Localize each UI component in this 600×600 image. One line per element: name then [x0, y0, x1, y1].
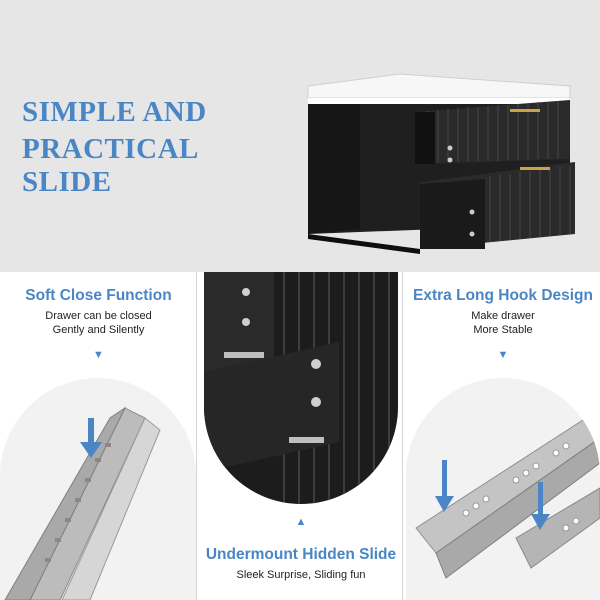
hook-design-slide-photo [406, 378, 600, 600]
divider-left [196, 272, 197, 600]
hook-design-arrow-icon: ▼ [497, 349, 509, 361]
soft-close-desc-line-2: Gently and Silently [52, 324, 145, 336]
soft-close-title: Soft Close Function [25, 287, 172, 304]
divider-right [402, 272, 403, 600]
undermount-title: Undermount Hidden Slide [205, 546, 397, 563]
soft-close-arrow-icon: ▼ [93, 349, 104, 361]
hook-design-desc-line-2: More Stable [473, 324, 533, 336]
headline-line-1: SIMPLE AND [22, 96, 207, 128]
hook-design-title: Extra Long Hook Design [413, 287, 593, 304]
soft-close-slide-photo [0, 378, 196, 600]
hook-design-desc-line-1: Make drawer [471, 310, 535, 322]
undermount-arrow-icon: ▲ [295, 516, 307, 528]
headline-line-2: PRACTICAL SLIDE [22, 133, 198, 198]
vanity-product-image [307, 73, 575, 254]
undermount-slide-photo [204, 272, 398, 504]
soft-close-desc-line-1: Drawer can be closed [45, 310, 152, 322]
undermount-desc-line-1: Sleek Surprise, Sliding fun [236, 569, 366, 581]
